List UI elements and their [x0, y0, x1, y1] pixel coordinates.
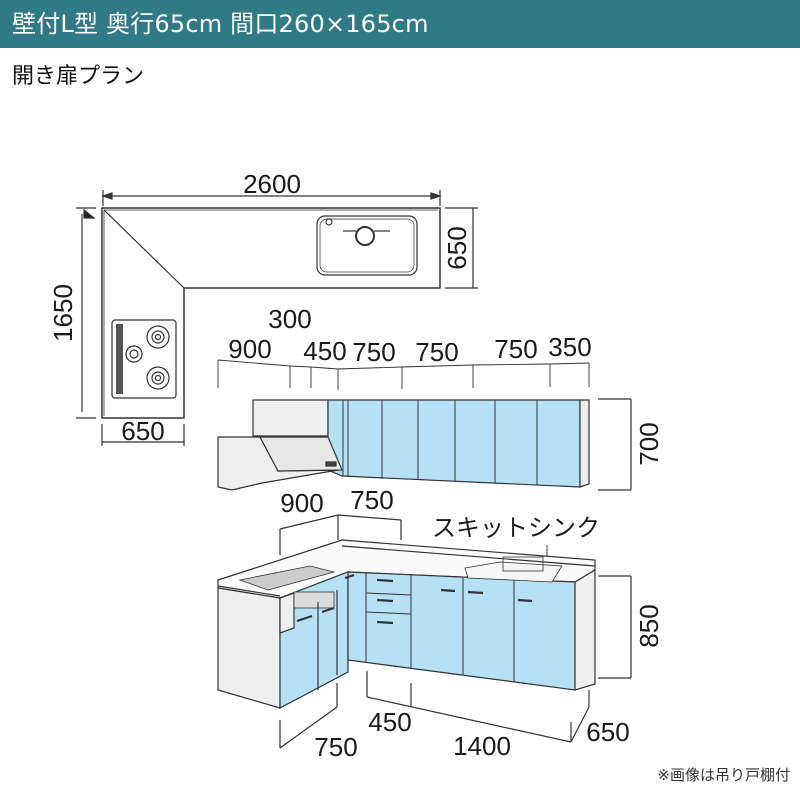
- wall-dim-300: 300: [268, 304, 311, 334]
- dim-bottom-depth: 650: [121, 416, 164, 446]
- wall-dim-750a: 750: [352, 337, 395, 367]
- base-dim-450-bottom: 450: [368, 707, 411, 737]
- base-dim-900: 900: [280, 488, 323, 518]
- dim-top-depth-right: 650: [442, 226, 472, 269]
- header-title: 壁付L型 奥行65cm 間口260×165cm: [12, 10, 429, 38]
- cooktop-icon: [111, 319, 177, 399]
- plan-subtitle: 開き扉プラン: [12, 64, 145, 89]
- footnote: ※画像は吊り戸棚付: [657, 766, 790, 784]
- wall-dim-750b: 750: [415, 337, 458, 367]
- wall-dim-height: 700: [634, 422, 664, 465]
- base-dim-650-bottom: 650: [586, 717, 629, 747]
- wall-dim-750c: 750: [494, 334, 537, 364]
- top-view-plan: [76, 190, 478, 446]
- sink-label: スキットシンク: [432, 514, 600, 542]
- base-dim-1400: 1400: [453, 731, 511, 761]
- base-dim-height: 850: [634, 604, 664, 647]
- page-header: 壁付L型 奥行65cm 間口260×165cm: [0, 0, 800, 48]
- base-dim-750-bottom: 750: [314, 732, 357, 762]
- dim-top-width: 2600: [243, 169, 301, 199]
- base-cabinets-view: [217, 514, 632, 749]
- dim-left-height: 1650: [48, 284, 78, 342]
- base-dim-750: 750: [350, 485, 393, 515]
- wall-dim-900: 900: [228, 334, 271, 364]
- wall-dim-350: 350: [548, 332, 591, 362]
- sink-top-icon: [316, 215, 418, 276]
- wall-dim-450: 450: [303, 336, 346, 366]
- wall-cabinets-view: [217, 359, 632, 491]
